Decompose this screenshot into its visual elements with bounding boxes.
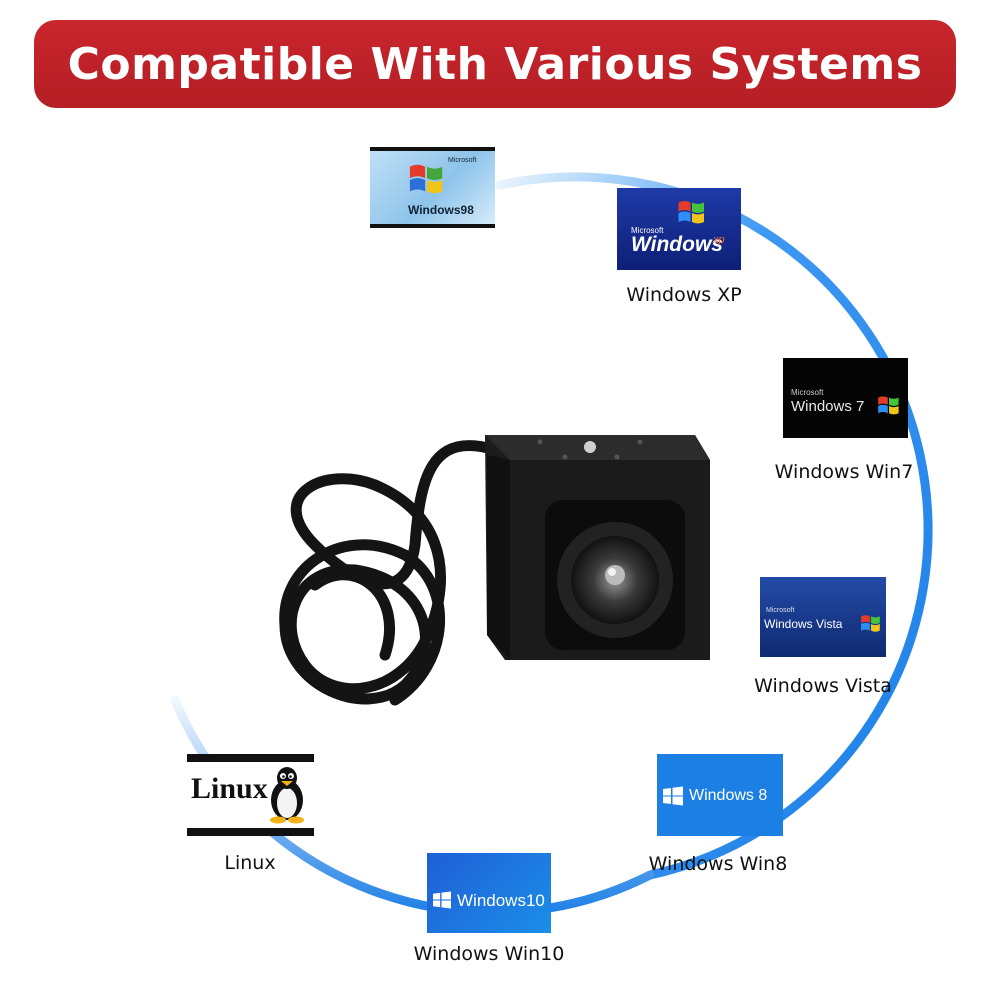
- windows-flag-icon: [433, 891, 451, 909]
- banner-title: Compatible With Various Systems: [67, 38, 923, 90]
- windows-flag-icon: [409, 164, 443, 194]
- logo-text: Windows Vista: [764, 617, 843, 631]
- caption-windows-win7: Windows Win7: [774, 461, 914, 483]
- logo-small-text: Microsoft: [791, 388, 824, 397]
- logo-small-text: Microsoft: [766, 607, 795, 614]
- windows98-logo: Microsoft Windows98: [370, 147, 495, 228]
- caption-windows-win10: Windows Win10: [413, 943, 565, 965]
- title-banner: Compatible With Various Systems: [34, 20, 956, 108]
- caption-windows-vista: Windows Vista: [754, 675, 892, 697]
- logo-small-text: Microsoft: [448, 157, 477, 164]
- windows7-logo: Microsoft Windows 7: [783, 358, 908, 438]
- logo-suffix: xp: [713, 234, 725, 246]
- windows8-logo: Windows 8: [657, 754, 783, 836]
- windowsvista-logo: Microsoft Windows Vista: [760, 577, 886, 657]
- windows10-logo: Windows10: [427, 853, 551, 933]
- logo-text: Linux: [191, 772, 268, 805]
- windowsxp-logo: Microsoft Windows xp: [617, 188, 741, 270]
- linux-logo: Linux: [187, 754, 314, 836]
- caption-windows-xp: Windows XP: [626, 284, 742, 306]
- windows-flag-icon: [878, 396, 899, 415]
- logo-text: Windows10: [457, 891, 545, 910]
- tux-penguin-icon: [270, 767, 304, 824]
- logo-text: Windows: [631, 233, 723, 256]
- logo-text: Windows98: [408, 203, 474, 217]
- logo-text: Windows 7: [791, 398, 865, 415]
- usb-camera-icon: [279, 435, 710, 706]
- windows-flag-icon: [663, 786, 683, 806]
- caption-linux: Linux: [224, 852, 276, 874]
- windows-flag-icon: [678, 201, 704, 224]
- logo-text: Windows 8: [689, 787, 768, 804]
- caption-windows-win8: Windows Win8: [648, 853, 788, 875]
- logo-small-text: Microsoft: [631, 226, 664, 235]
- windows-flag-icon: [861, 615, 880, 632]
